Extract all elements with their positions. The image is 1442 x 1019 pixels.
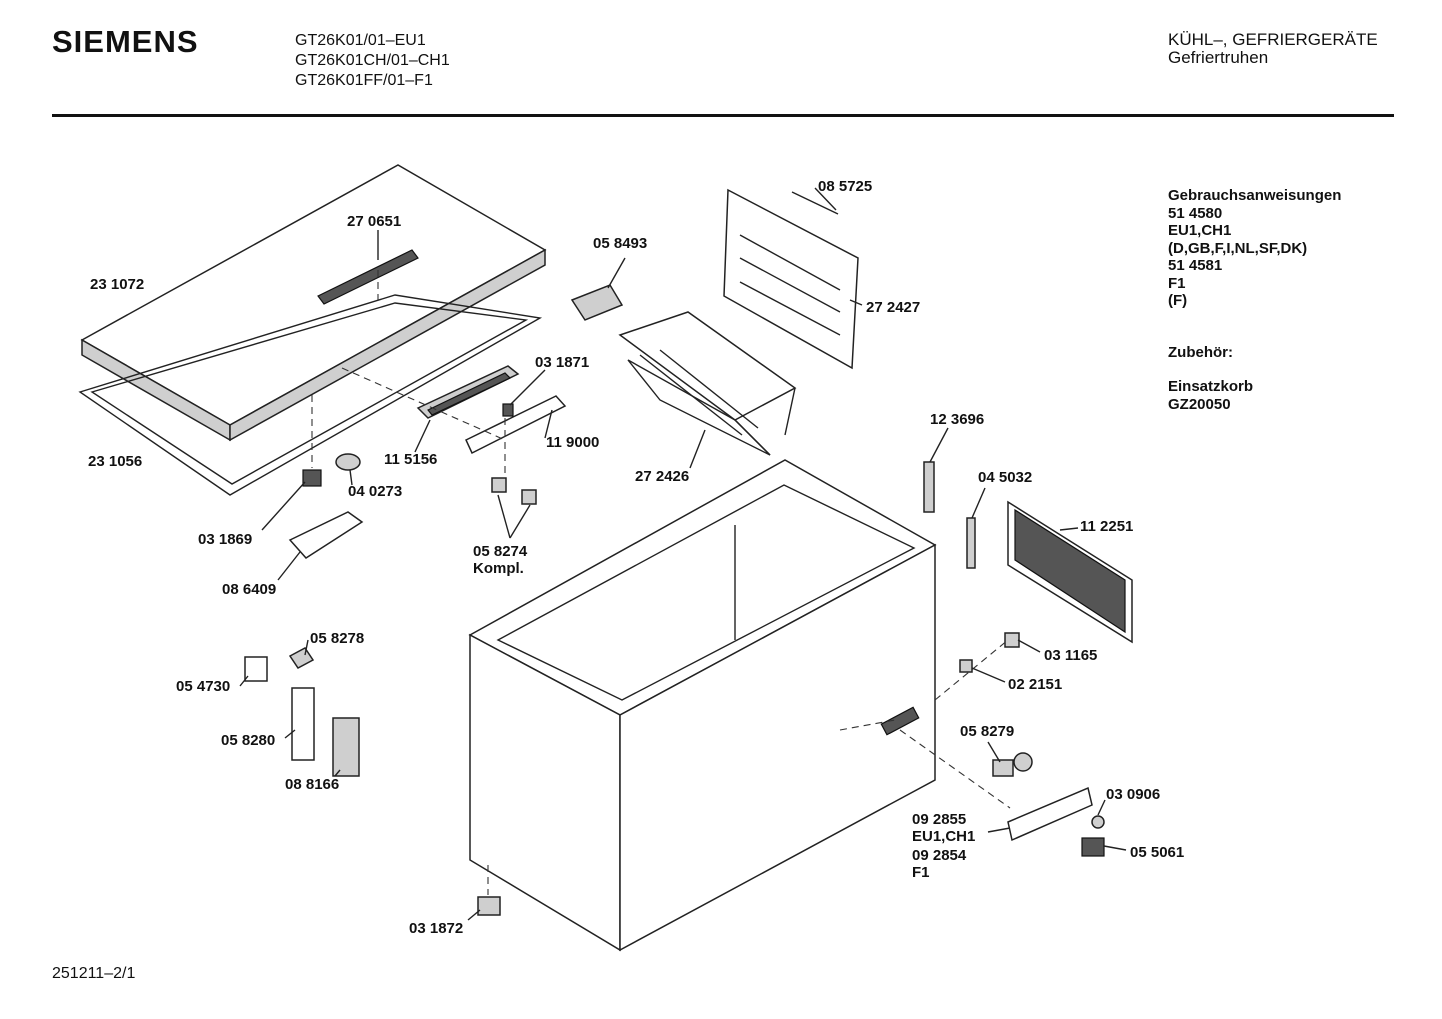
category-block: KÜHL–, GEFRIERGERÄTE Gefriertruhen: [1168, 31, 1378, 67]
instruction-languages: (F): [1168, 292, 1188, 309]
part-label-112251: 11 2251: [1080, 518, 1133, 535]
category-subtitle: Gefriertruhen: [1168, 48, 1269, 67]
part-label-031869: 03 1869: [198, 531, 252, 548]
instruction-variants: EU1,CH1: [1168, 222, 1232, 239]
part-label-058278: 05 8278: [310, 630, 364, 647]
hinge-cap-part: [244, 656, 268, 682]
part-label-058279: 05 8279: [960, 723, 1014, 740]
part-label-123696: 12 3696: [930, 411, 984, 428]
part-label-272426: 27 2426: [635, 468, 689, 485]
instruction-variants: F1: [1168, 274, 1186, 292]
thermostat-plug-part: [1004, 632, 1020, 648]
basket-handle-part: [570, 284, 624, 321]
document-reference: 251211–2/1: [52, 965, 136, 982]
brand-logo: SIEMENS: [52, 24, 199, 59]
lamp-bulb-part: [335, 453, 361, 471]
model-number: GT26K01CH/01–CH1: [295, 52, 450, 69]
knob-cap-part: [1091, 815, 1105, 829]
part-label-031872: 03 1872: [409, 920, 463, 937]
part-label-270651: 27 0651: [347, 213, 401, 230]
control-panel-part: [1007, 786, 1093, 842]
thermostat-part: [992, 759, 1014, 777]
connector-part: [959, 659, 973, 673]
part-label-040273: 04 0273: [348, 483, 402, 500]
hinge-clip-part: [288, 647, 315, 669]
instruction-number: 51 4580: [1168, 204, 1223, 222]
bracket-part: [521, 489, 537, 505]
foot-part: [477, 896, 501, 916]
model-number: GT26K01/01–EU1: [295, 32, 426, 49]
basket-divider-part: [723, 188, 859, 370]
hinge-pin-part: [791, 191, 839, 215]
part-label-231072: 23 1072: [90, 276, 144, 293]
part-label-092854-variants: F1: [912, 864, 930, 881]
instruction-languages: (D,GB,F,I,NL,SF,DK): [1168, 239, 1308, 257]
part-label-058274-note: Kompl.: [473, 560, 524, 577]
model-list: GT26K01/01–EU1 GT26K01CH/01–CH1 GT26K01F…: [295, 31, 450, 91]
part-label-058493: 05 8493: [593, 235, 647, 252]
part-label-092855-variants: EU1,CH1: [912, 828, 975, 845]
part-label-054730: 05 4730: [176, 678, 230, 695]
part-label-119000: 11 9000: [546, 434, 599, 451]
part-label-058280: 05 8280: [221, 732, 275, 749]
hinge-plate-part: [291, 687, 315, 761]
part-label-092854: 09 2854: [912, 847, 967, 864]
thermostat-knob-part: [1013, 752, 1033, 772]
notes-panel: Gebrauchsanweisungen 51 4580 EU1,CH1 (D,…: [1168, 187, 1341, 413]
basket-part: [618, 311, 797, 456]
hinge-assembly-part: [332, 717, 360, 777]
part-label-085725: 08 5725: [818, 178, 872, 195]
part-label-058274: 05 8274: [473, 543, 528, 560]
category-title: KÜHL–, GEFRIERGERÄTE: [1168, 30, 1378, 49]
cabinet-part: [468, 459, 937, 952]
part-label-115156: 11 5156: [384, 451, 437, 468]
switch-part: [1081, 837, 1105, 857]
part-label-272427: 27 2427: [866, 299, 920, 316]
part-label-031871: 03 1871: [535, 354, 589, 371]
lamp-holder-part: [302, 469, 322, 487]
accessories-title: Zubehör:: [1168, 343, 1233, 361]
clip-part: [502, 403, 514, 417]
instruction-number: 51 4581: [1168, 257, 1223, 274]
accessory-number: GZ20050: [1168, 395, 1231, 413]
condenser-grill-part: [1007, 500, 1133, 644]
capillary-tube-part: [923, 461, 935, 513]
sensor-tube-part: [966, 517, 976, 569]
header-divider: [52, 114, 1394, 117]
instructions-title: Gebrauchsanweisungen: [1168, 187, 1342, 204]
part-label-045032: 04 5032: [978, 469, 1032, 486]
part-label-030906: 03 0906: [1106, 786, 1160, 803]
lid-handle-part: [416, 365, 520, 419]
lid-gasket-part: [78, 294, 543, 496]
part-label-092855: 09 2855: [912, 811, 966, 828]
part-label-086409: 08 6409: [222, 581, 276, 598]
bracket-part: [491, 477, 507, 493]
lamp-cover-part: [288, 511, 364, 559]
accessory-name: Einsatzkorb: [1168, 378, 1254, 395]
hinge-cover-part: [465, 395, 567, 455]
part-label-088166: 08 8166: [285, 776, 339, 793]
lid-part: [80, 164, 547, 442]
part-label-055061: 05 5061: [1130, 844, 1184, 861]
part-label-031165: 03 1165: [1044, 647, 1097, 664]
part-label-231056: 23 1056: [88, 453, 142, 470]
model-number: GT26K01FF/01–F1: [295, 72, 433, 89]
part-label-022151: 02 2151: [1008, 676, 1062, 693]
